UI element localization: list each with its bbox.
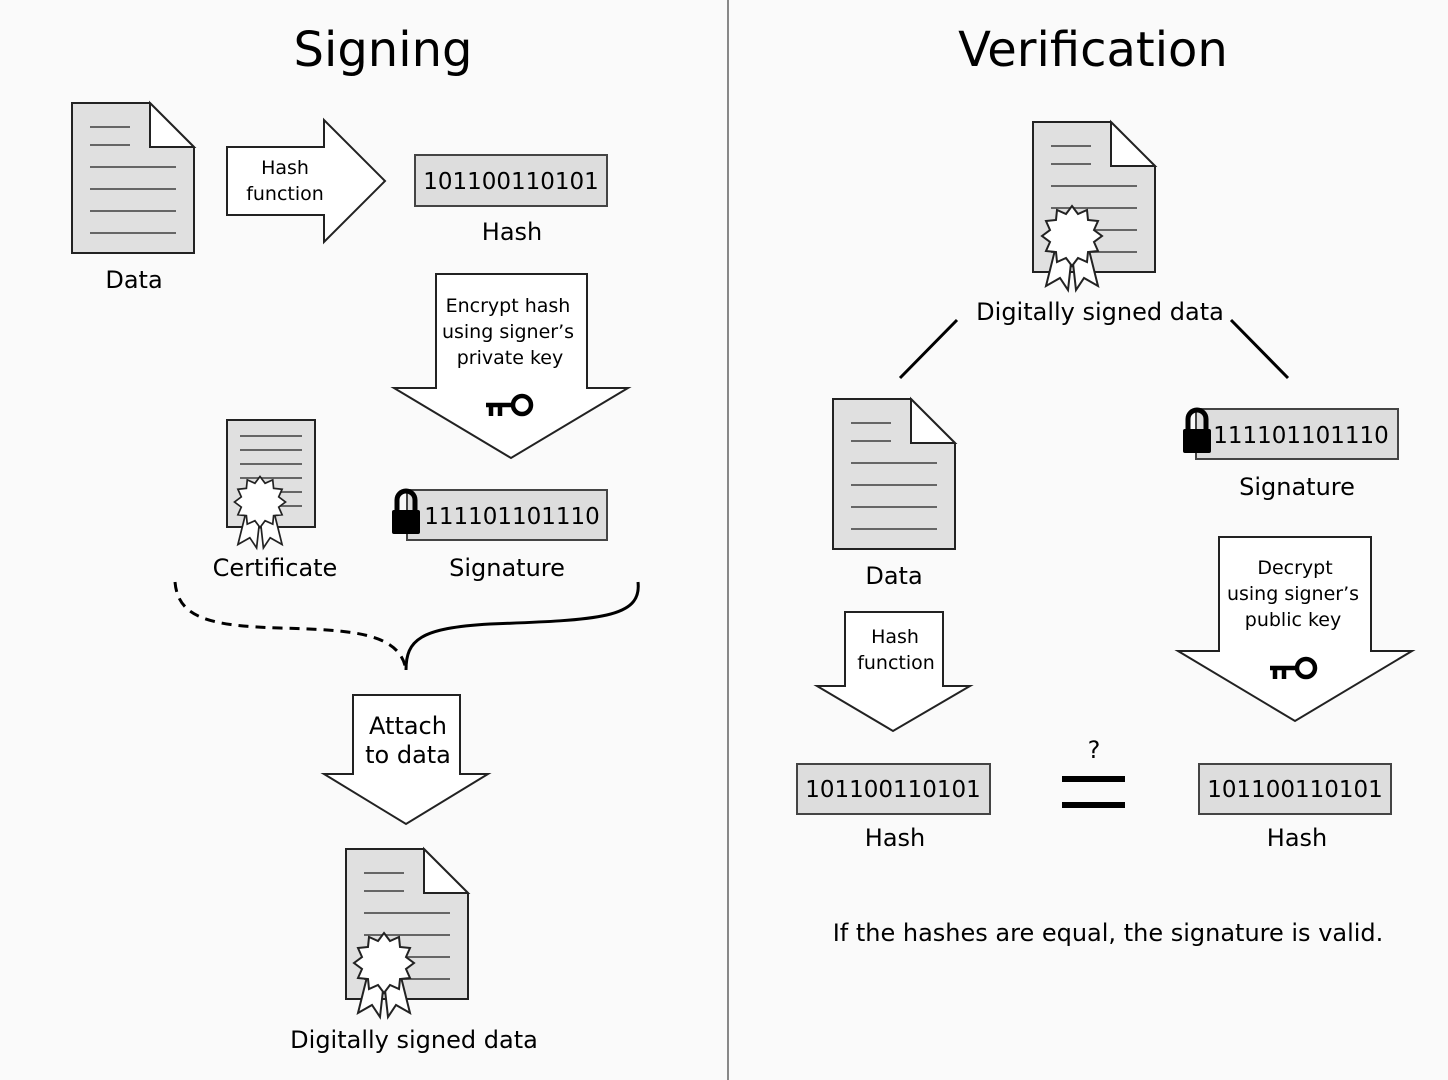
- signature-brace-solid: [404, 581, 640, 671]
- equals-sign-bottom: [1062, 802, 1125, 808]
- verification-hash-right-value: 101100110101: [1207, 777, 1383, 803]
- attach-to-data-arrow: [320, 694, 492, 826]
- signing-encrypt-line3: private key: [457, 347, 563, 369]
- signing-hash-value: 101100110101: [423, 169, 599, 195]
- verification-hash-left-value: 101100110101: [805, 777, 981, 803]
- verification-hash-function-arrow: [813, 611, 974, 733]
- signing-data-label: Data: [105, 266, 162, 294]
- verification-hash-left-box: [796, 763, 991, 815]
- verification-data-label: Data: [865, 562, 922, 590]
- certificate-brace-dashed: [173, 581, 408, 671]
- verification-signature-label: Signature: [1239, 473, 1355, 501]
- verification-title: Verification: [958, 22, 1228, 78]
- decrypt-line3: public key: [1245, 609, 1341, 631]
- verification-signed-data-label: Digitally signed data: [976, 298, 1224, 326]
- equals-sign-top: [1062, 776, 1125, 782]
- verification-signature-value: 111101101110: [1213, 423, 1389, 449]
- signing-encrypt-arrow: [390, 273, 632, 460]
- verification-data-document-icon: [832, 398, 956, 550]
- signing-signature-value: 111101101110: [424, 504, 600, 530]
- verification-hash-function-line1: Hash: [871, 626, 919, 648]
- signing-hash-function-line2: function: [246, 183, 324, 205]
- verification-conclusion: If the hashes are equal, the signature i…: [833, 919, 1384, 947]
- verification-signed-document-icon: [1032, 121, 1156, 291]
- signing-hash-function-arrow: [226, 117, 387, 245]
- signing-data-document-icon: [71, 102, 195, 254]
- signing-signature-label: Signature: [449, 554, 565, 582]
- attach-line1: Attach: [369, 712, 447, 740]
- question-mark: ?: [1088, 736, 1101, 764]
- decrypt-line2: using signer’s: [1227, 583, 1359, 605]
- split-line-right: [1229, 318, 1290, 380]
- verification-hash-left-label: Hash: [865, 824, 925, 852]
- signing-signed-document-icon: [345, 848, 469, 1018]
- signing-title: Signing: [294, 22, 473, 78]
- verification-hash-right-label: Hash: [1267, 824, 1327, 852]
- signing-encrypt-line1: Encrypt hash: [446, 295, 571, 317]
- signing-hash-label: Hash: [482, 218, 542, 246]
- signing-signed-data-label: Digitally signed data: [290, 1026, 538, 1054]
- split-line-left: [898, 318, 959, 380]
- certificate-icon: [226, 419, 316, 549]
- certificate-label: Certificate: [213, 554, 338, 582]
- attach-line2: to data: [365, 741, 451, 769]
- signing-encrypt-line2: using signer’s: [442, 321, 574, 343]
- verification-signature-box: [1195, 408, 1399, 460]
- signing-hash-function-line1: Hash: [261, 157, 309, 179]
- verification-hash-right-box: [1198, 763, 1392, 815]
- signing-hash-box: [414, 154, 608, 207]
- verification-hash-function-line2: function: [857, 652, 935, 674]
- decrypt-line1: Decrypt: [1257, 557, 1332, 579]
- decrypt-arrow: [1174, 536, 1416, 723]
